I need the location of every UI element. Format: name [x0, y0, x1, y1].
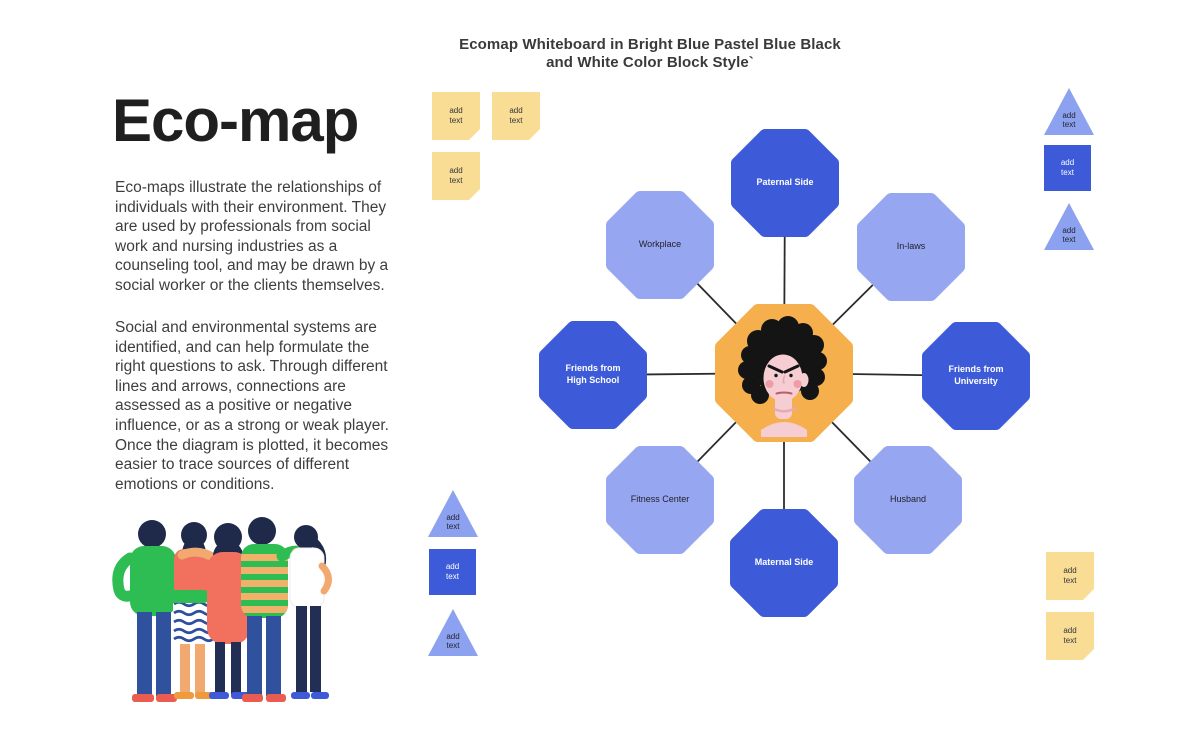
node-label: In-laws — [896, 241, 926, 252]
triangle-sticker[interactable]: add text — [428, 490, 478, 537]
node-label: Fitness Center — [630, 494, 690, 505]
article-paragraph-1: Eco-maps illustrate the relationships of… — [115, 179, 389, 294]
sticky-note[interactable]: add text — [432, 152, 480, 200]
group-hug-illustration — [112, 517, 332, 702]
eco-center-node[interactable] — [714, 303, 854, 443]
sticky-note[interactable]: add text — [492, 92, 540, 140]
octagon-shape — [730, 509, 838, 617]
eco-node-maternal-side[interactable]: Maternal Side — [729, 508, 839, 618]
node-label: Maternal Side — [754, 557, 814, 568]
sticky-note[interactable]: add text — [1046, 552, 1094, 600]
article-paragraph-2: Social and environmental systems are ide… — [115, 319, 389, 493]
eco-node-husband[interactable]: Husband — [853, 445, 963, 555]
square-sticker[interactable]: add text — [429, 549, 476, 595]
board-title-text: Ecomap Whiteboard in Bright Blue Pastel … — [459, 36, 841, 71]
triangle-sticker[interactable]: add text — [428, 609, 478, 656]
eco-node-in-laws[interactable]: In-laws — [856, 192, 966, 302]
eco-node-workplace[interactable]: Workplace — [605, 190, 715, 300]
sticky-note[interactable]: add text — [432, 92, 480, 140]
square-sticker-label: add text — [445, 562, 460, 581]
center-person-portrait — [715, 304, 853, 442]
triangle-sticker-label: add text — [446, 631, 460, 651]
sticky-note-label: add text — [449, 106, 463, 125]
square-sticker-label: add text — [1060, 158, 1075, 177]
triangle-sticker-label: add text — [1062, 225, 1076, 245]
sticky-note-label: add text — [509, 106, 523, 125]
node-label: Friends from High School — [565, 363, 621, 385]
sticky-note[interactable]: add text — [1046, 612, 1094, 660]
node-label: Friends from University — [948, 364, 1004, 386]
page-title: Eco-map — [112, 87, 359, 154]
node-label: Husband — [889, 494, 927, 505]
square-sticker[interactable]: add text — [1044, 145, 1091, 191]
sticky-note-label: add text — [1063, 566, 1077, 585]
eco-node-paternal-side[interactable]: Paternal Side — [730, 128, 840, 238]
triangle-sticker[interactable]: add text — [1044, 88, 1094, 135]
triangle-sticker-label: add text — [1062, 110, 1076, 130]
triangle-sticker-label: add text — [446, 512, 460, 532]
sticky-note-label: add text — [449, 166, 463, 185]
board-title: Ecomap Whiteboard in Bright Blue Pastel … — [400, 36, 900, 72]
eco-node-fitness-center[interactable]: Fitness Center — [605, 445, 715, 555]
eco-node-friends-from-high-school[interactable]: Friends from High School — [538, 320, 648, 430]
sticky-note-label: add text — [1063, 626, 1077, 645]
eco-node-friends-from-university[interactable]: Friends from University — [921, 321, 1031, 431]
triangle-sticker[interactable]: add text — [1044, 203, 1094, 250]
node-label: Paternal Side — [756, 177, 814, 188]
node-label: Workplace — [638, 239, 682, 250]
